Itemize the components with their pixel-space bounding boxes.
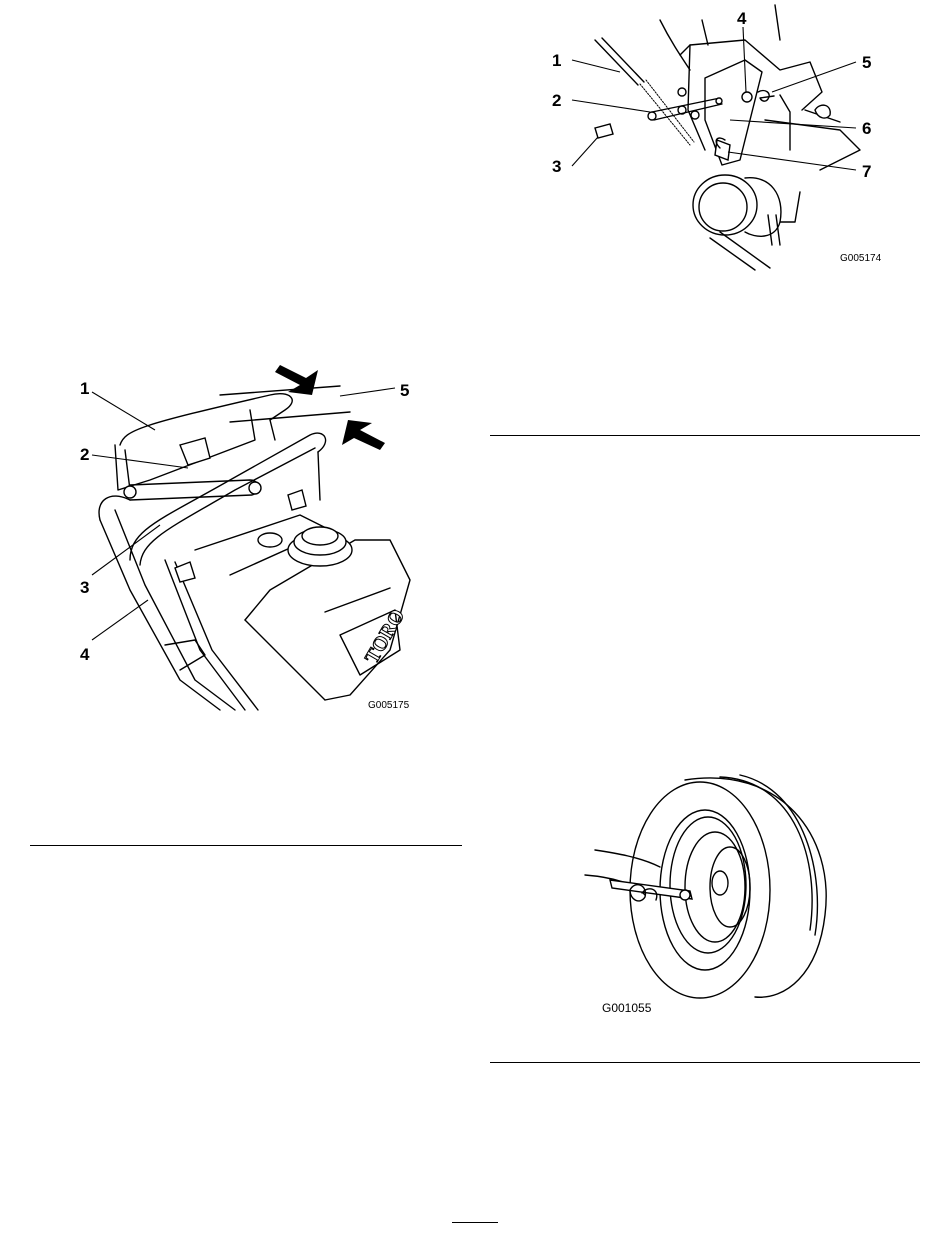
callout-6: 6 [862,119,871,138]
linkage-drawing: 1 2 3 4 5 6 7 G005174 [540,0,900,280]
callout-5: 5 [400,381,409,400]
callout-1: 1 [552,51,561,70]
callout-3: 3 [80,578,89,597]
brand-logo-text: TORO [361,606,409,668]
page-number-rule [452,1222,498,1223]
figure-code: G001055 [602,1001,652,1015]
callout-2: 2 [552,91,561,110]
divider-right-upper [490,435,920,436]
figure-linkage: 1 2 3 4 5 6 7 G005174 [540,0,900,280]
handle-drawing: TORO 1 2 3 4 5 G005175 [70,350,430,720]
callout-4: 4 [737,9,747,28]
tire-drawing: G001055 [580,765,840,1020]
figure-code: G005174 [840,253,882,264]
callout-7: 7 [862,162,871,181]
figure-handle: TORO 1 2 3 4 5 G005175 [70,350,430,720]
callout-5: 5 [862,53,871,72]
divider-left [30,845,462,846]
callout-4: 4 [80,645,90,664]
callout-2: 2 [80,445,89,464]
callout-3: 3 [552,157,561,176]
callout-1: 1 [80,379,89,398]
figure-code: G005175 [368,700,410,711]
figure-tire: G001055 [580,765,840,1020]
arrow-up-icon [342,420,385,450]
divider-right-lower [490,1062,920,1063]
